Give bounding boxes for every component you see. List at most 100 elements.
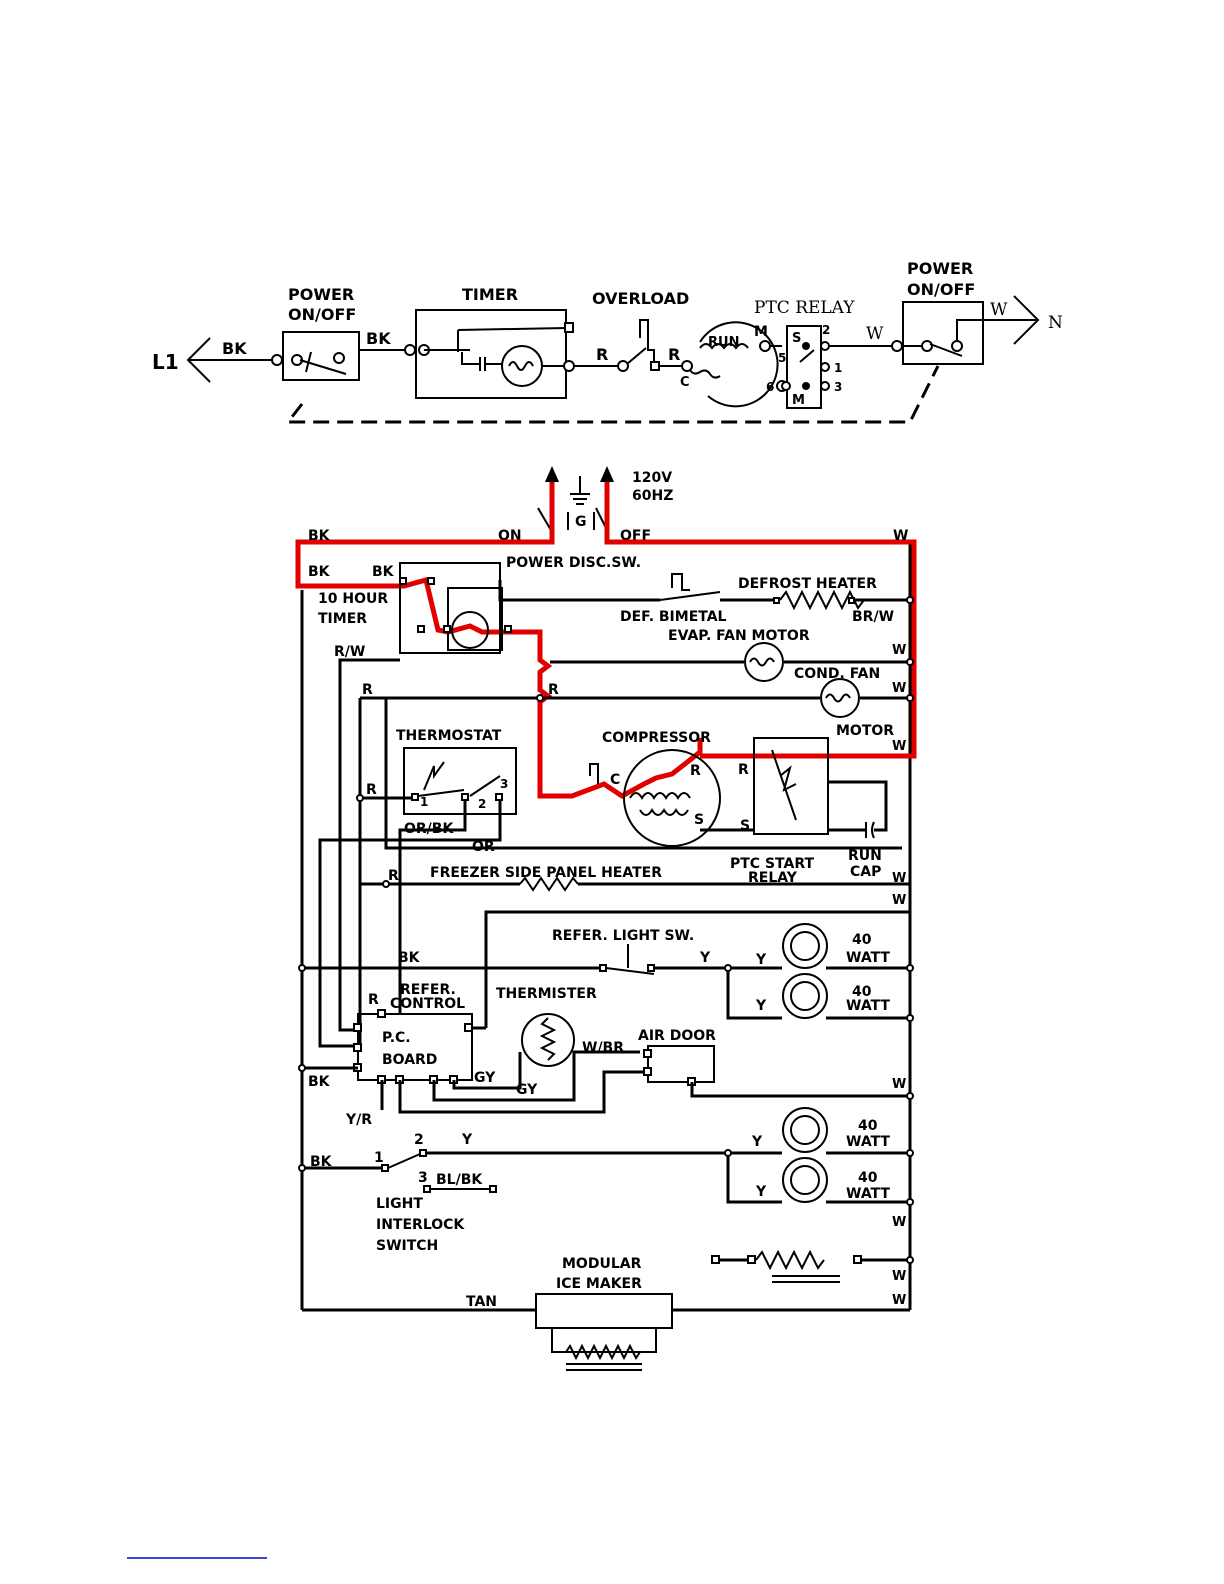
svg-text:W: W [892, 739, 906, 754]
ptc-start-label-1: PTC START [730, 856, 814, 872]
watt-label-1: WATT [846, 950, 890, 966]
motor-c-label: C [680, 375, 690, 390]
lamp-3-icon [782, 1107, 828, 1153]
def-bimetal-label: DEF. BIMETAL [620, 609, 727, 625]
timer-motor-icon [501, 345, 543, 387]
wire-w-label-2: W [990, 300, 1008, 320]
relay-pin-2: 2 [822, 323, 830, 337]
compressor-c-label: C [610, 772, 620, 788]
power-switch-left-label-1: POWER [288, 285, 354, 304]
watt-label-4: WATT [846, 1186, 890, 1202]
compressor-r-label: R [690, 763, 701, 779]
light-interlock-label-2: INTERLOCK [376, 1217, 465, 1233]
watt-label-3: WATT [846, 1134, 890, 1150]
compressor-label: COMPRESSOR [602, 730, 711, 746]
wire-bk-top: BK [308, 528, 331, 544]
power-switch-right-label-2: ON/OFF [907, 280, 975, 299]
switch-pin-3: 3 [418, 1170, 428, 1186]
power-switch-right-label-1: POWER [907, 259, 973, 278]
relay-s-label-main: S [740, 818, 750, 834]
supply-voltage: 120V [632, 470, 672, 486]
svg-text:W: W [892, 643, 906, 658]
motor-winding-icon [699, 321, 779, 408]
wire-r-heater-label: R [388, 868, 399, 884]
compressor-icon [623, 749, 721, 847]
main-diagram: 120V 60HZ G ON OFF BK BK BK W POWER DISC… [295, 466, 917, 1371]
wire-y-interlock-label: Y [461, 1132, 473, 1148]
ice-maker-label-1: MODULAR [562, 1256, 642, 1272]
watt-label-2: WATT [846, 998, 890, 1014]
wire-y-label-4: Y [751, 1134, 763, 1150]
svg-text:W: W [892, 1269, 906, 1284]
wire-r-label-b: R [548, 682, 559, 698]
power-switch-left-label-2: ON/OFF [288, 305, 356, 324]
wire-r-label-a: R [362, 682, 373, 698]
relay-pin-3: 3 [834, 380, 842, 394]
wire-y-label-1: Y [699, 950, 711, 966]
lamp-1-icon [782, 923, 828, 969]
lamp-2-icon [782, 973, 828, 1019]
wire-or-bk-label: OR/BK [404, 821, 454, 837]
wire-y-r-label: Y/R [345, 1112, 372, 1128]
cond-fan-label-1: COND. FAN [794, 666, 880, 682]
wire-r-w-label: R/W [334, 644, 365, 660]
wire-bk-3: BK [372, 564, 395, 580]
svg-text:W: W [892, 893, 906, 908]
wire-y-label-2: Y [755, 952, 767, 968]
supply-arrow-left-icon [545, 466, 559, 482]
evap-fan-motor-icon [744, 642, 784, 682]
highlighted-circuit [295, 482, 703, 799]
right-rail-w-markers: W W W W W W W W W [892, 643, 906, 1308]
light-interlock-label-3: SWITCH [376, 1238, 438, 1254]
wire-bk-light-label: BK [398, 950, 421, 966]
power-switch-left [282, 331, 360, 381]
wire-r-label-2: R [668, 345, 680, 364]
run-cap-label-2: CAP [850, 864, 881, 880]
switch-pin-1: 1 [374, 1150, 384, 1166]
relay-pin-5: 5 [778, 351, 786, 365]
relay-pin-1: 1 [834, 361, 842, 375]
svg-text:W: W [892, 681, 906, 696]
motor-run-label: RUN [708, 335, 739, 350]
watt-40-2: 40 [852, 984, 872, 1000]
wire-w-label: W [866, 324, 884, 344]
pc-board-box [357, 1013, 473, 1081]
wire-bk-interlock-label: BK [310, 1154, 333, 1170]
svg-text:W: W [892, 1077, 906, 1092]
svg-text:W: W [892, 871, 906, 886]
thermister-icon [521, 1013, 575, 1067]
switch-pin-2: 2 [414, 1132, 424, 1148]
relay-m-label: M [792, 393, 805, 408]
wire-tan-label: TAN [466, 1294, 497, 1310]
wire-r-thermo-label: R [366, 782, 377, 798]
watt-40-1: 40 [852, 932, 872, 948]
thermister-label: THERMISTER [496, 986, 597, 1002]
power-switch-right [902, 301, 984, 365]
wire-gy-label-2: GY [516, 1082, 538, 1098]
defrost-heater-icon [779, 589, 865, 611]
svg-text:W: W [892, 1293, 906, 1308]
thermostat-label: THERMOSTAT [396, 728, 502, 744]
refer-control-label-1: REFER. [400, 982, 456, 998]
wire-bl-bk-label: BL/BK [436, 1172, 483, 1188]
timer-label-2: TIMER [318, 611, 367, 627]
evap-fan-motor-label: EVAP. FAN MOTOR [668, 628, 810, 644]
wire-gy-label-1: GY [474, 1070, 496, 1086]
wire-bk-pc-label: BK [308, 1074, 331, 1090]
wire-w-br-label: W/BR [582, 1040, 624, 1056]
supply-arrow-right-icon [600, 466, 614, 482]
svg-text:W: W [892, 1215, 906, 1230]
ptc-start-label-2: RELAY [748, 870, 798, 886]
thermostat-pin-1: 1 [420, 795, 428, 809]
ice-maker-label-2: ICE MAKER [556, 1276, 642, 1292]
run-cap-label-1: RUN [848, 848, 882, 864]
footer-link-underline[interactable] [127, 1557, 267, 1559]
wire-r-label: R [596, 345, 608, 364]
relay-pin-6: 6 [766, 380, 774, 394]
timer-box [415, 309, 567, 399]
watt-40-4: 40 [858, 1170, 878, 1186]
n-label: N [1048, 313, 1063, 333]
defrost-heater-label: DEFROST HEATER [738, 576, 877, 592]
timer-motor-icon-main [451, 611, 489, 649]
